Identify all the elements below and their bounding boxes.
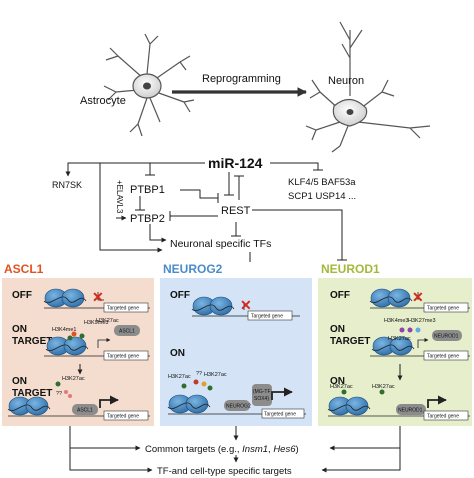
astrocyte-label: Astrocyte [80,95,126,107]
svg-text:SOX4): SOX4) [254,396,269,402]
svg-text:NEUROG2: NEUROG2 [226,404,251,410]
ptbp2-label: PTBP2 [130,213,165,225]
svg-text:Targeted gene: Targeted gene [251,314,283,320]
neurog2-off-row: OFF Targeted gene ✕ [170,290,300,321]
svg-text:Targeted gene: Targeted gene [427,354,459,360]
svg-text:(MG-TF: (MG-TF [253,389,271,395]
astrocyte-cell [103,33,195,137]
red-x-icon: ✕ [412,289,424,305]
svg-text:H3K9me3: H3K9me3 [84,320,108,326]
red-x-icon: ✕ [240,297,252,313]
svg-text:NEUROD1: NEUROD1 [398,408,423,414]
neurod1-off-row: OFF Targeted gene ✕ [330,288,470,313]
svg-text:Targeted gene: Targeted gene [427,414,459,420]
svg-text:H3K27ac: H3K27ac [388,336,411,342]
ascl1-on-target-row: ON TARGET Targeted gene ASCL1 H3K9me3 H3… [12,318,150,361]
svg-text:H3K27ac: H3K27ac [168,374,191,380]
ptbp1-label: PTBP1 [130,184,165,196]
neurod1-on-row: ON NEUROD1 Targeted gene H3K27ac H3K27ac [327,376,470,421]
neuron-cell [305,21,431,153]
svg-text:ON: ON [12,376,27,387]
svg-text:TARGET: TARGET [12,388,52,399]
other-targets-line2: SCP1 USP14 ... [288,191,356,202]
reprogramming-label: Reprogramming [202,73,281,85]
neurod1-on-target-row: ON TARGET Targeted gene NEUROD1 H3K4me3 … [330,318,470,361]
specific-targets-label: TF-and cell-type specific targets [157,466,292,477]
svg-text:Targeted gene: Targeted gene [107,306,139,312]
ascl1-off-row: OFF Targeted gene ✕ [12,288,150,313]
neurog2-title: NEUROG2 [163,262,223,276]
svg-text:ASCL1: ASCL1 [77,408,93,414]
common-targets-label: Common targets (e.g., Insm1, Hes6) [145,444,299,455]
svg-text:ON: ON [330,376,345,387]
svg-text:H3K4me3: H3K4me3 [384,318,408,324]
svg-text:ASCL1: ASCL1 [119,329,135,335]
svg-text:ON: ON [12,324,27,335]
neuron-label: Neuron [328,75,364,87]
network-arrows [65,162,347,262]
other-targets-line1: KLF4/5 BAF53a [288,177,356,188]
svg-text:OFF: OFF [170,290,190,301]
svg-text:H3K27ac: H3K27ac [372,384,395,390]
neurod1-title: NEUROD1 [321,262,380,276]
rest-label: REST [221,205,251,217]
svg-text:TARGET: TARGET [12,336,52,347]
svg-text:Targeted gene: Targeted gene [427,306,459,312]
red-x-icon: ✕ [92,289,104,305]
svg-text:H3K4me1: H3K4me1 [52,327,76,333]
svg-text:H3K27ac: H3K27ac [62,376,85,382]
svg-text:H3K27ac: H3K27ac [204,372,227,378]
ascl1-title: ASCL1 [4,262,44,276]
svg-text:H3K27ac: H3K27ac [96,318,119,324]
svg-text:??: ?? [196,371,202,377]
rn7sk-label: RN7SK [52,180,82,190]
mir124-label: miR-124 [208,155,263,171]
svg-text:NEUROD1: NEUROD1 [434,334,459,340]
svg-text:H3K27ac: H3K27ac [330,384,353,390]
ascl1-on-row: ON TARGET ASCL1 Targeted gene H3K27ac ?? [7,376,150,421]
svg-text:OFF: OFF [12,290,32,301]
svg-text:H3K27me3: H3K27me3 [408,318,436,324]
svg-text:Targeted gene: Targeted gene [107,354,139,360]
svg-text:TARGET: TARGET [330,336,370,347]
neuronal-tfs-label: Neuronal specific TFs [170,238,271,250]
svg-text:OFF: OFF [330,290,350,301]
svg-text:ON: ON [170,348,185,359]
svg-text:ON: ON [330,324,345,335]
elavl3-label: +ELAVL3 [115,180,124,214]
svg-text:??: ?? [56,391,62,397]
neurog2-on-row: ON NEUROG2 (MG-TF SOX4) Targeted gene H3… [167,348,306,419]
svg-text:Targeted gene: Targeted gene [107,414,139,420]
svg-text:Targeted gene: Targeted gene [264,412,296,418]
bottom-connectors [69,426,401,473]
